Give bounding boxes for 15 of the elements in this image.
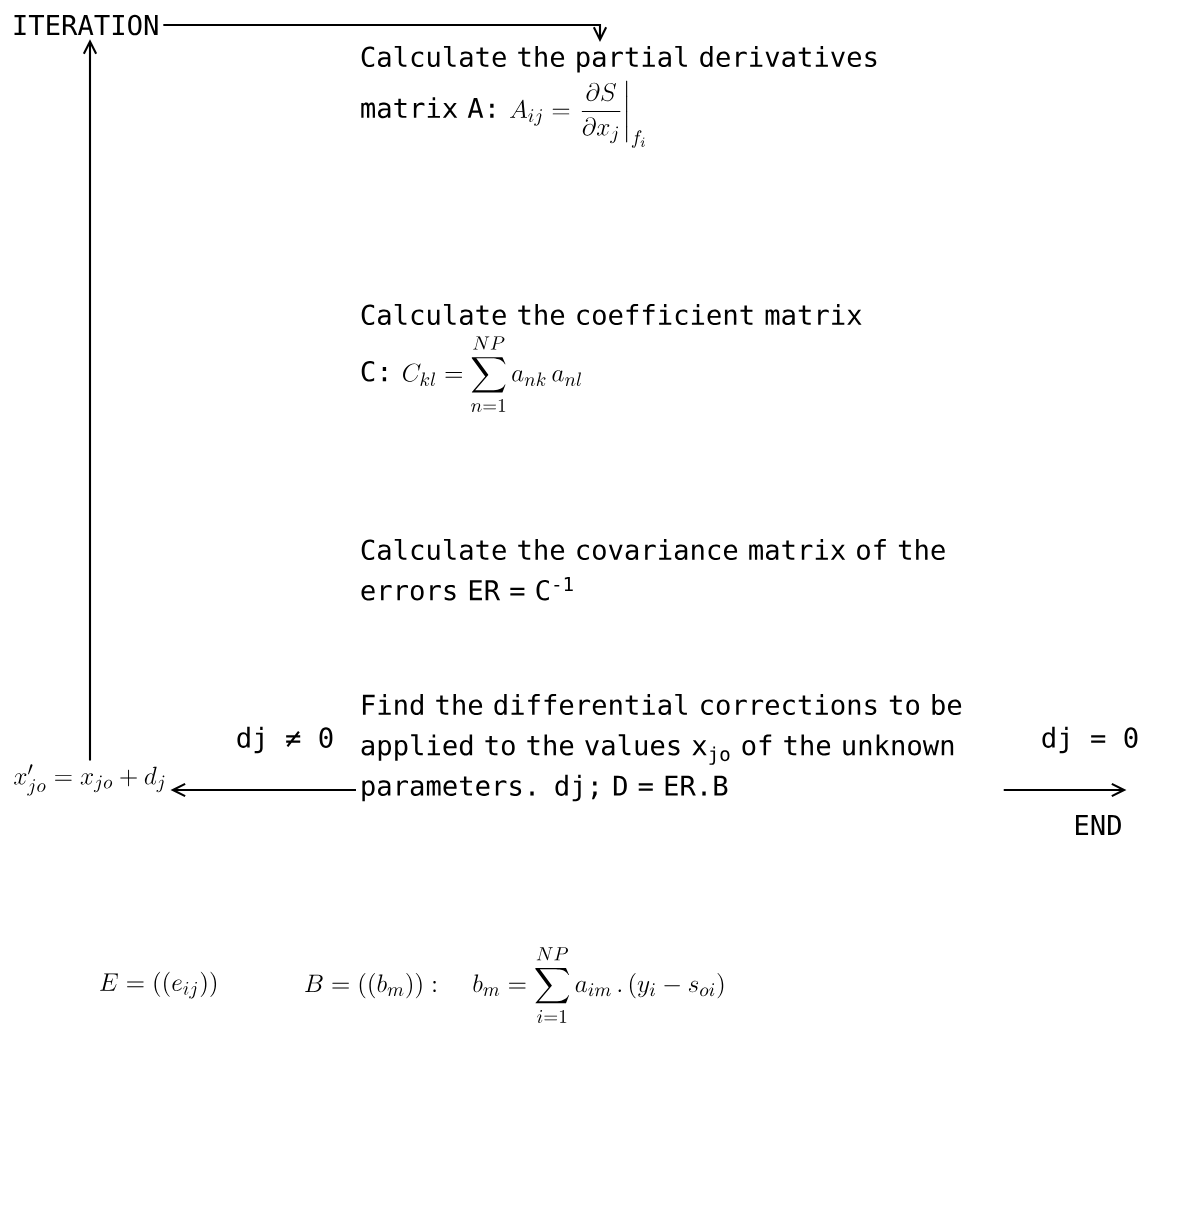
step-text: Calculate the covariance matrix of the errors ER = C$^{-1}$ <box>361 538 945 601</box>
arrow <box>1003 782 1127 798</box>
arrow <box>163 23 608 42</box>
arrow <box>82 39 98 761</box>
step-text: Calculate the partial derivatives $\text{matrix A: } A_{ij} = \left.\frac{\partial S}{\partial x_j}\right|_{f_i}$ <box>361 45 877 148</box>
edge-label: dj = 0 <box>1037 723 1143 757</box>
formula: $E = ((e_{ij}))$ <box>100 971 217 999</box>
flow-label: END <box>1076 815 1121 835</box>
flow-label: ITERATION <box>14 14 158 36</box>
update-formula: $x'_{jo} = x_{jo} + d_{j}$ <box>14 764 165 796</box>
arrow <box>170 782 356 798</box>
edge-label: dj ≠ 0 <box>232 723 338 757</box>
step-text: Find the differential corrections to be applied to the values x$_{jo}$ of the unknown parameters. dj; D = ER.B <box>361 693 962 802</box>
step-text: Calculate the coefficient matrix $\text{C: } C_{kl} = \sum_{n=1}^{NP} a_{nk}\, a_{nl}$ <box>361 303 862 412</box>
formula: $B = ((b_m)):\quad b_m = \sum_{i=1}^{NP} a_{im}\, .\, (y_i - s_{oi})$ <box>305 947 724 1024</box>
